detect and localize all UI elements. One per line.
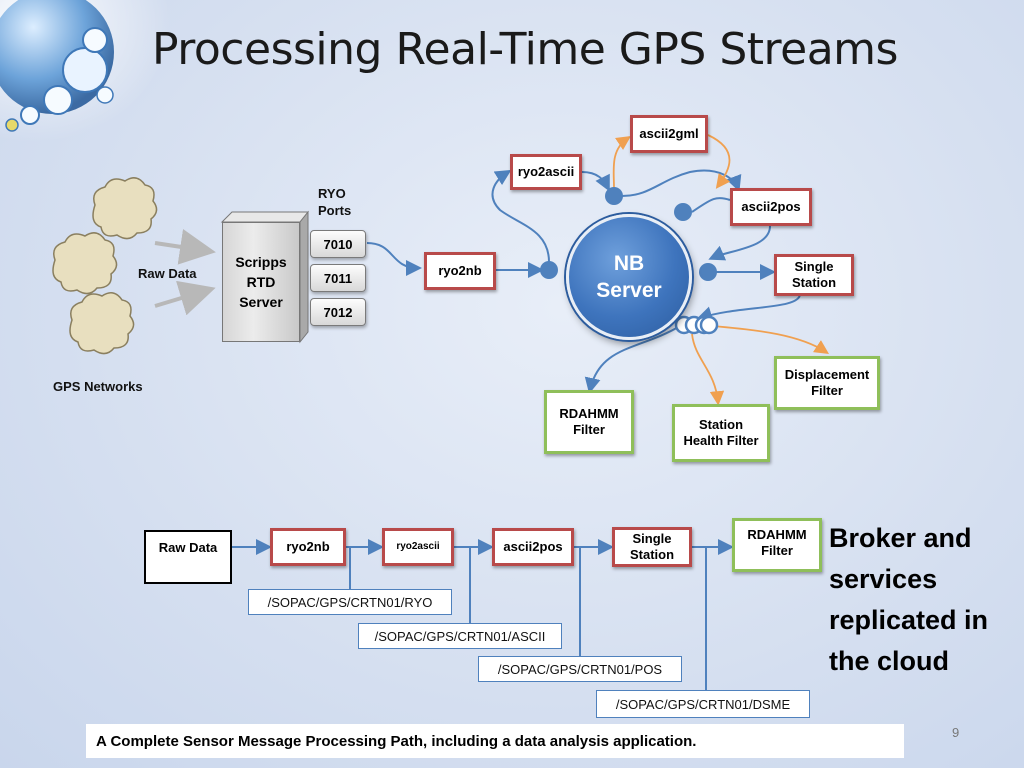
- displacement-filter-box: Displacement Filter: [774, 356, 880, 410]
- ryo2ascii-box: ryo2ascii: [510, 154, 582, 190]
- ascii2gml-box: ascii2gml: [630, 115, 708, 153]
- ascii2pos-box: ascii2pos: [730, 188, 812, 226]
- station-health-filter-box: Station Health Filter: [672, 404, 770, 462]
- nb-server-label: NB Server: [596, 251, 662, 302]
- ryo-ports-label: RYO Ports: [318, 186, 352, 218]
- topic-pos: /SOPAC/GPS/CRTN01/POS: [478, 656, 682, 682]
- gps-network-clouds: [52, 177, 158, 355]
- topic-ryo: /SOPAC/GPS/CRTN01/RYO: [248, 589, 452, 615]
- rdahmm-filter-box: RDAHMM Filter: [544, 390, 634, 454]
- side-note: Broker and services replicated in the cl…: [829, 523, 989, 676]
- globe-decoration: [0, 0, 170, 150]
- topic-ascii: /SOPAC/GPS/CRTN01/ASCII: [358, 623, 562, 649]
- scripps-rtd-server: Scripps RTD Server: [222, 222, 300, 342]
- slide-caption: A Complete Sensor Message Processing Pat…: [86, 724, 904, 758]
- bottom-ryo2ascii-box: ryo2ascii: [382, 528, 454, 566]
- bottom-ascii2pos-box: ascii2pos: [492, 528, 574, 566]
- port-7010: 7010: [310, 230, 366, 258]
- gps-networks-label: GPS Networks: [53, 379, 143, 394]
- message-queue: [674, 315, 719, 335]
- bottom-single-station-box: Single Station: [612, 527, 692, 567]
- ryo2nb-box: ryo2nb: [424, 252, 496, 290]
- scripps-rtd-server-label: Scripps RTD Server: [235, 253, 287, 311]
- port-7012: 7012: [310, 298, 366, 326]
- bottom-rdahmm-filter-box: RDAHMM Filter: [732, 518, 822, 572]
- nb-server: NB Server: [566, 214, 692, 340]
- raw-data-label: Raw Data: [138, 266, 197, 281]
- bottom-ryo2nb-box: ryo2nb: [270, 528, 346, 566]
- topic-dsme: /SOPAC/GPS/CRTN01/DSME: [596, 690, 810, 718]
- page-title: Processing Real-Time GPS Streams: [152, 24, 898, 75]
- port-7011: 7011: [310, 264, 366, 292]
- single-station-box: Single Station: [774, 254, 854, 296]
- bottom-raw-data-box: Raw Data: [144, 530, 232, 584]
- page-number: 9: [952, 725, 960, 740]
